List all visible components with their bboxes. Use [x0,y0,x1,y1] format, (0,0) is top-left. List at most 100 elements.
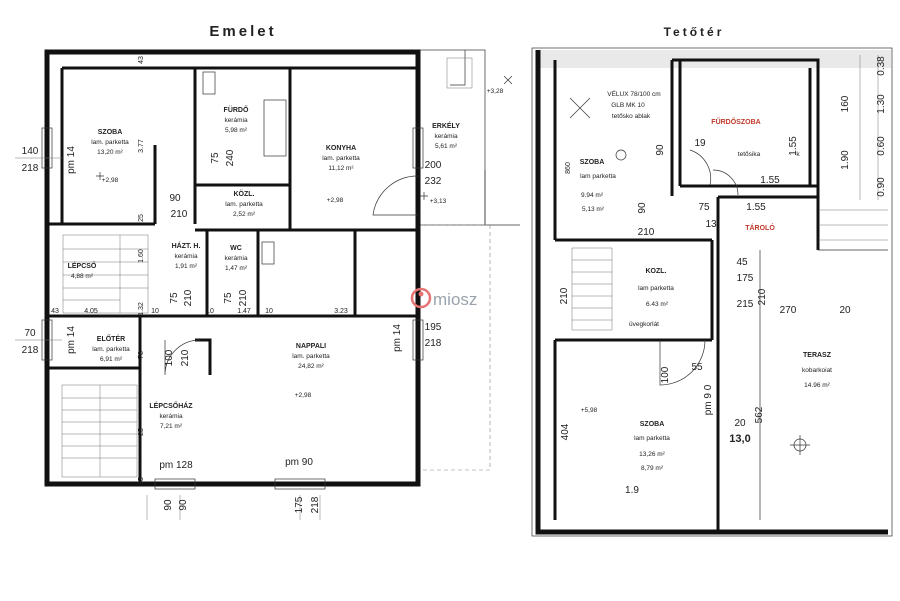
dim-label: 90 [163,499,174,511]
room-konyha-name: KONYHA [326,145,356,152]
room-erkely-area: 5,61 m² [435,143,458,150]
dim-label: 90 [637,202,648,214]
dim-label: 90 [178,499,189,511]
dim-label: 1.32 [138,302,145,316]
stair-lines-top [446,57,473,89]
level-marker-terasz-cross [790,435,810,455]
stairs-lepcso [62,234,149,314]
window-bottom-left [154,478,196,490]
room-eloter-area: 6,91 m² [100,356,123,363]
dim-label: 75 [223,292,234,304]
dim-label: +3,28 [487,88,504,95]
dim-label: 1.9 [625,485,639,496]
tetoter-outer-frame [531,47,893,537]
watermark-text: miosz [433,290,477,309]
dim-label: 55 [691,362,703,373]
door-swing-lepcsohaz [164,339,201,376]
dim-label: pm 14 [66,146,77,174]
terrace-dash [420,224,491,471]
dim-label: 100 [164,349,175,366]
velux-label-1: VÉLUX 78/100 cm [607,89,660,98]
dim-label: 232 [425,176,442,187]
dim-label: 13,0 [729,433,750,445]
level-marker-icon-2 [420,192,428,200]
emelet-interior-walls [47,66,418,484]
stairs-lepcsohaz [61,384,138,478]
dim-label: 1.60 [138,249,145,263]
dim-label: 75 [210,152,221,164]
dim-label: 25 [138,428,145,436]
dim-label: 200 [425,160,442,171]
tetoter-plan [531,47,893,537]
room-lepcsohaz-name: LÉPCSŐHÁZ [149,401,193,410]
room-kozl-floor: lam. parketta [225,201,263,208]
room-nappali-area: 24,82 m² [298,363,324,370]
room-furdo-area: 5,98 m² [225,127,248,134]
room-szoba1-area1: 9.94 m² [581,192,604,199]
dim-label: 210 [757,288,768,305]
bathtub-icon [263,99,287,157]
dim-label: 140 [22,146,39,157]
room-furdoszoba-name: FŰRDŐSZOBA [711,117,760,126]
title-emelet: Emelet [209,23,276,40]
room-wc-name: WC [230,245,242,252]
window-bottom-mid [274,478,326,490]
dim-label: 1.55 [760,175,780,186]
room-lepcso-name: LÉPCSŐ [68,261,97,270]
room-terasz-floor: kobarkoiat [802,367,832,374]
dim-label: 210 [559,287,570,304]
dim-label: +2,98 [295,392,312,399]
dim-label: 20 [839,305,851,316]
dim-label: tetősika [738,151,761,158]
dim-label: k [796,151,800,158]
level-marker-icon [96,172,104,180]
dim-label: 75 [169,292,180,304]
dim-label: +2,98 [327,197,344,204]
wc-toilet-icon [261,241,275,265]
dim-label: pm 90 [285,457,313,468]
room-erkely-name: ERKÉLY [432,121,460,130]
dim-label: 562 [754,406,765,423]
tetoter-stairs [571,247,613,331]
emelet-dim-lines [15,157,321,520]
room-terasz-name: TERASZ [803,352,832,359]
room-wc-floor: kerámia [224,255,248,262]
terasz-railing [820,209,888,241]
dim-label: pm 14 [392,324,403,352]
room-furdo-name: FÜRDŐ [224,105,249,114]
emelet-dimension-labels: 140 218 pm 14 3.77 43 25 +2,98 90 210 75… [22,56,504,513]
dim-label: 4.05 [84,308,98,315]
room-szoba1-name: SZOBA [580,159,605,166]
room-nappali-name: NAPPALI [296,343,326,350]
room-kozl-area: 6.43 m² [646,301,669,308]
dim-label: 210 [180,349,191,366]
dim-label: 19 [694,138,706,149]
dim-label: pm 9 0 [703,384,714,415]
dim-label: 160 [840,95,851,112]
dim-label: 175 [737,273,754,284]
room-szoba2-area2: 8,79 m² [641,465,664,472]
room-szoba2-floor: lam parketta [634,435,670,442]
emelet-outer-walls [44,49,421,487]
tetoter-interior-walls [553,58,820,532]
velux-window-icon [569,97,591,119]
dim-label: 10 [206,308,214,315]
tetoter-dimension-labels: 860 90 19 1.55 tetősika k 1.55 75 1.55 1… [559,56,887,496]
room-szoba2-name: SZOBA [640,421,665,428]
door-swing-tarolo [712,169,739,196]
window-szoba [41,127,53,169]
room-kozl-name: KÖZL. [234,189,255,198]
dim-label: 210 [171,209,188,220]
door-swing-szoba2 [659,339,706,386]
dim-label: 3.23 [334,308,348,315]
room-szoba2-area1: 13,26 m² [639,451,665,458]
dim-label: 43 [138,56,145,64]
watermark-logo-dot-icon [418,291,424,297]
dim-label: 43 [51,308,59,315]
dim-label: 195 [425,322,442,333]
room-szoba-name: SZOBA [98,129,123,136]
room-eloter-floor: lam. parketta [92,346,130,353]
dim-label: 215 [737,299,754,310]
room-konyha-floor: lam. parketta [322,155,360,162]
